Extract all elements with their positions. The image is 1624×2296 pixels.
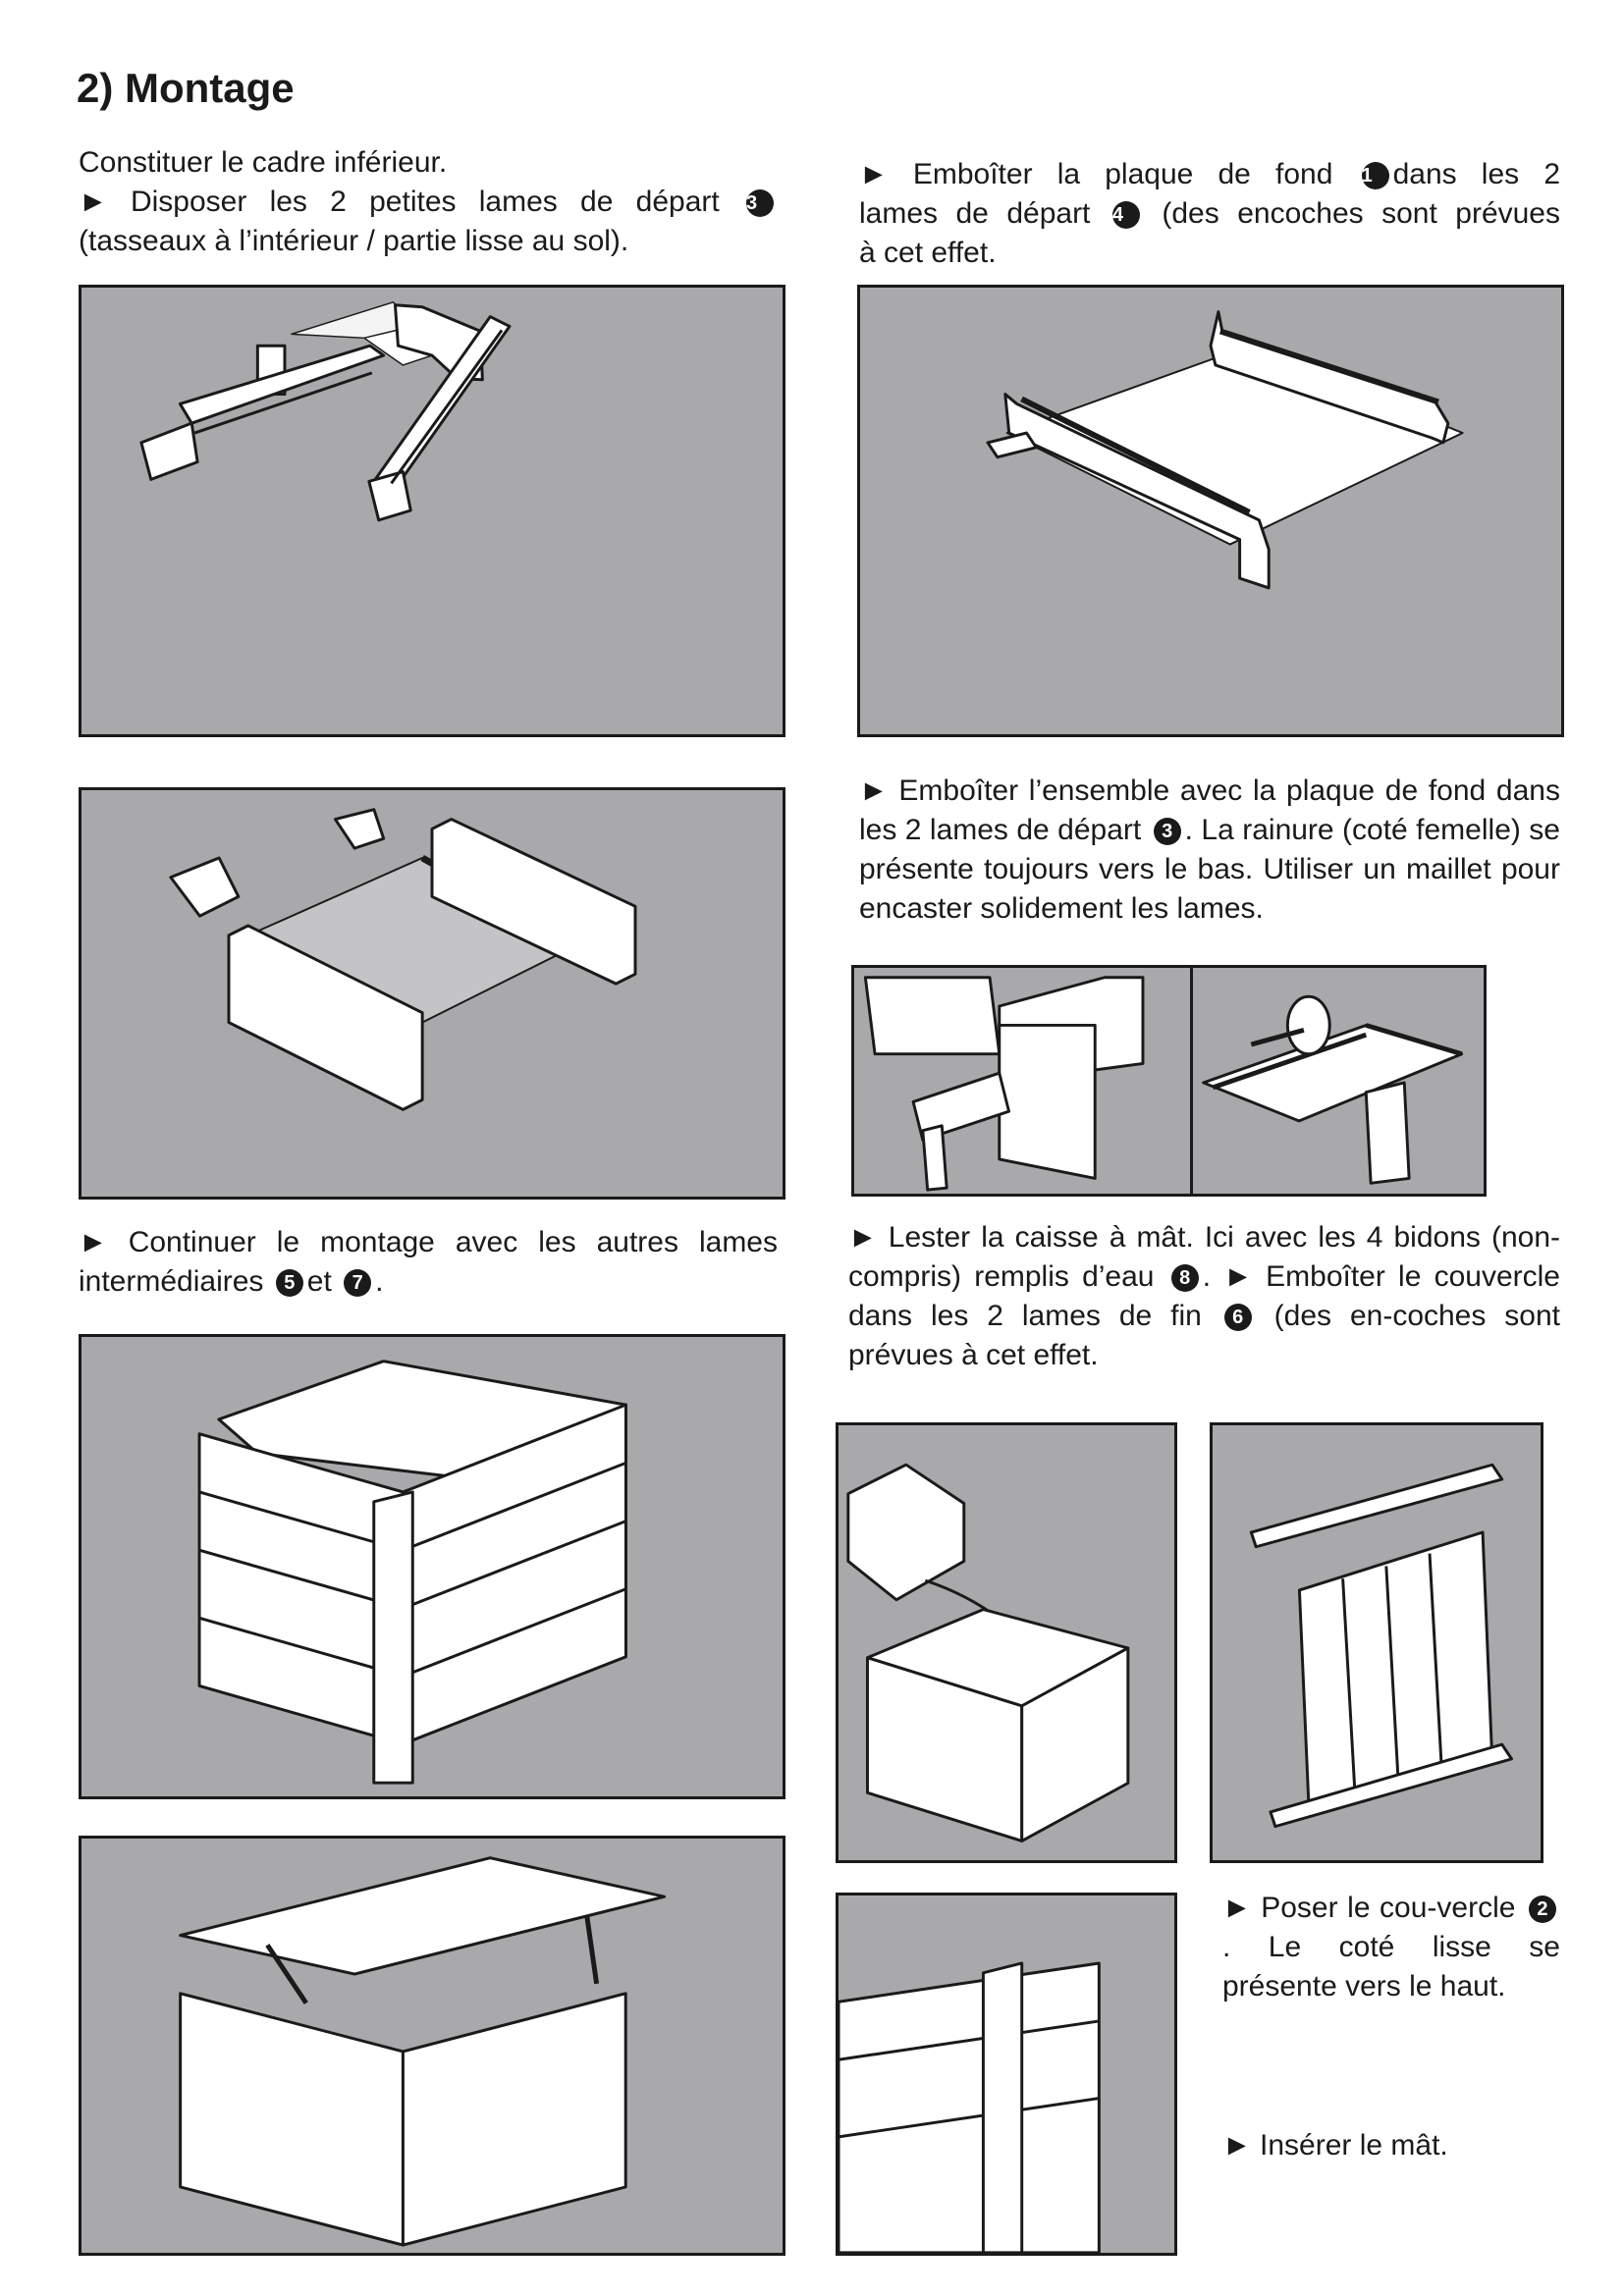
illustration-assemble-frame bbox=[79, 787, 785, 1200]
step-4-text-b: et bbox=[306, 1265, 332, 1298]
part-number-badge: 4 bbox=[1111, 201, 1140, 229]
step-4-text-a: ► Continuer le montage avec les autres l… bbox=[79, 1226, 778, 1298]
part-number-badge: 5 bbox=[275, 1269, 303, 1297]
step-1-line-3: (tasseaux à l’intérieur / partie lisse a… bbox=[79, 225, 629, 257]
illustration-starter-boards bbox=[79, 285, 785, 737]
instruction-step-1: Constituer le cadre inférieur. ► Dispose… bbox=[79, 143, 778, 261]
lid-assembly-drawing bbox=[1249, 1463, 1514, 1829]
illustration-water-containers bbox=[836, 1422, 1177, 1863]
part-number-badge: 7 bbox=[344, 1269, 372, 1297]
step-3-text-a: ► Emboîter l’ensemble avec la plaque de … bbox=[859, 774, 1560, 846]
part-number-badge: 3 bbox=[746, 189, 774, 217]
joint-detail-drawing bbox=[863, 976, 1145, 1192]
intermediate-boards-drawing bbox=[197, 1360, 627, 1785]
part-number-badge: 8 bbox=[1170, 1264, 1199, 1292]
step-1-line-2: ► Disposer les 2 petites lames de départ… bbox=[79, 183, 778, 222]
part-number-badge: 2 bbox=[1528, 1896, 1556, 1923]
part-number-badge: 6 bbox=[1223, 1304, 1252, 1331]
illustration-joint-detail bbox=[851, 965, 1207, 1197]
lid-on-box-drawing bbox=[179, 1856, 667, 2247]
step-5-text-b: . ► Emboîter le couvercle dans les 2 lam… bbox=[848, 1260, 1560, 1332]
instruction-step-4: ► Continuer le montage avec les autres l… bbox=[79, 1223, 778, 1302]
instruction-step-3: ► Emboîter l’ensemble avec la plaque de … bbox=[859, 772, 1560, 929]
assemble-frame-drawing bbox=[169, 808, 637, 1111]
step-2-text-a: ► Emboîter la plaque de fond bbox=[859, 158, 1333, 190]
step-2-line-3: à cet effet. bbox=[859, 237, 997, 269]
illustration-bottom-plate bbox=[857, 285, 1564, 737]
step-2-text-d: (des encoches sont prévues bbox=[1162, 197, 1560, 230]
step-4-text-c: . bbox=[375, 1265, 384, 1298]
step-3-text-b: . La rainure (coté femelle) se présente … bbox=[859, 814, 1560, 925]
part-number-badge: 3 bbox=[1153, 818, 1181, 845]
step-2-line-2: lames de départ 4 (des encoches sont pré… bbox=[859, 194, 1560, 234]
step-2-text-c: lames de départ bbox=[859, 197, 1091, 230]
step-7-text: ► Insérer le mât. bbox=[1222, 2129, 1448, 2162]
illustration-mast bbox=[836, 1893, 1177, 2256]
instruction-step-6: ► Poser le cou-vercle 2 . Le coté lisse s… bbox=[1222, 1889, 1560, 2006]
step-2-text-b: dans les 2 bbox=[1392, 158, 1561, 190]
step-1-line-1: Constituer le cadre inférieur. bbox=[79, 146, 448, 179]
bottom-plate-drawing bbox=[986, 310, 1464, 590]
step-1-line-2-text: ► Disposer les 2 petites lames de départ bbox=[79, 186, 720, 218]
starter-boards-drawing bbox=[139, 301, 512, 522]
page-title: 2) Montage bbox=[77, 65, 295, 111]
instruction-step-7: ► Insérer le mât. bbox=[1222, 2126, 1560, 2165]
instruction-step-5: ► Lester la caisse à mât. Ici avec les 4… bbox=[848, 1218, 1560, 1375]
step-6-text-a: ► Poser le cou-vercle bbox=[1222, 1892, 1516, 1924]
mast-drawing bbox=[839, 1961, 1101, 2253]
illustration-lid-assembly bbox=[1210, 1422, 1543, 1863]
illustration-intermediate-boards bbox=[79, 1334, 785, 1799]
mallet-drawing bbox=[1202, 994, 1464, 1185]
step-6-text-b: . Le coté lisse se présente vers le haut… bbox=[1222, 1931, 1560, 2002]
step-5-text-c: (des en-coches sont prévues à cet effet. bbox=[848, 1300, 1560, 1371]
part-number-badge: 1 bbox=[1361, 162, 1389, 189]
illustration-lid-on-box bbox=[79, 1836, 785, 2256]
illustration-mallet bbox=[1190, 965, 1487, 1197]
water-containers-drawing bbox=[846, 1463, 1130, 1842]
step-5-text-a: ► Lester la caisse à mât. Ici avec les 4… bbox=[848, 1221, 1560, 1293]
